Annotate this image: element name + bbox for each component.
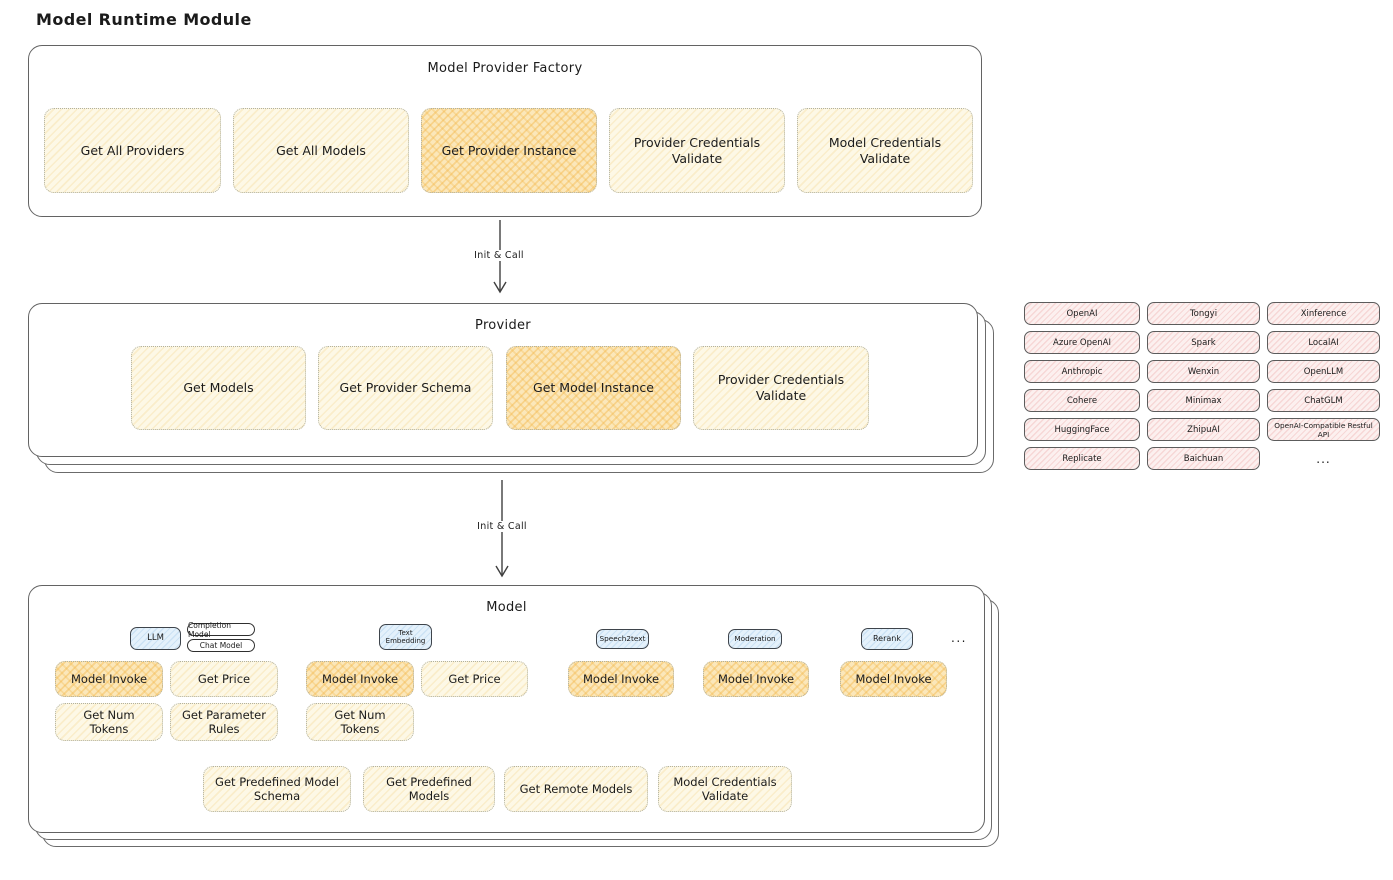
node-model-credentials-validate: Model Credentials Validate	[797, 108, 973, 193]
provider-item: LocalAI	[1267, 331, 1380, 354]
provider-item: Anthropic	[1024, 360, 1140, 383]
node-get-remote-models: Get Remote Models	[504, 766, 648, 812]
provider-item: OpenAI	[1024, 302, 1140, 325]
node-llm-get-num-tokens: Get Num Tokens	[55, 703, 163, 741]
node-embedding-get-price: Get Price	[421, 661, 528, 697]
node-get-all-providers: Get All Providers	[44, 108, 221, 193]
tag-moderation: Moderation	[728, 629, 782, 649]
node-get-predefined-models: Get Predefined Models	[363, 766, 495, 812]
provider-item: OpenLLM	[1267, 360, 1380, 383]
provider-item: Baichuan	[1147, 447, 1260, 470]
provider-item: HuggingFace	[1024, 418, 1140, 441]
tag-llm: LLM	[130, 627, 181, 650]
node-rerank-model-invoke: Model Invoke	[840, 661, 947, 697]
tag-text-embedding: Text Embedding	[379, 624, 432, 650]
node-get-model-instance: Get Model Instance	[506, 346, 681, 430]
providers-more-ellipsis: ...	[1316, 451, 1331, 466]
node-get-provider-instance: Get Provider Instance	[421, 108, 597, 193]
provider-item: Minimax	[1147, 389, 1260, 412]
provider-box: Provider Get Models Get Provider Schema …	[28, 303, 978, 457]
provider-item: Cohere	[1024, 389, 1140, 412]
arrow-label-init-call-2: Init & Call	[452, 521, 552, 532]
model-box: Model LLM Completion Model Chat Model Te…	[28, 585, 985, 833]
node-model-credentials-validate-2: Model Credentials Validate	[658, 766, 792, 812]
node-provider-credentials-validate: Provider Credentials Validate	[609, 108, 785, 193]
tag-chat-model: Chat Model	[187, 639, 255, 652]
factory-title: Model Provider Factory	[427, 61, 583, 76]
arrow-label-init-call-1: Init & Call	[449, 250, 549, 261]
tag-rerank: Rerank	[861, 628, 913, 650]
provider-item: OpenAI-Compatible Restful API	[1267, 418, 1380, 441]
model-title: Model	[486, 600, 527, 615]
provider-item: Azure OpenAI	[1024, 331, 1140, 354]
provider-title: Provider	[475, 318, 531, 333]
node-speech2text-model-invoke: Model Invoke	[568, 661, 674, 697]
tag-speech2text: Speech2text	[596, 629, 649, 649]
provider-item: Spark	[1147, 331, 1260, 354]
node-get-all-models: Get All Models	[233, 108, 409, 193]
model-more-ellipsis: ...	[951, 631, 967, 645]
tag-completion-model: Completion Model	[187, 621, 255, 639]
node-get-models: Get Models	[131, 346, 306, 430]
providers-list: OpenAI Tongyi Xinference Azure OpenAI Sp…	[1024, 302, 1380, 470]
node-llm-get-parameter-rules: Get Parameter Rules	[170, 703, 278, 741]
node-get-provider-schema: Get Provider Schema	[318, 346, 493, 430]
provider-item: Tongyi	[1147, 302, 1260, 325]
node-llm-model-invoke: Model Invoke	[55, 661, 163, 697]
provider-item: ChatGLM	[1267, 389, 1380, 412]
node-llm-get-price: Get Price	[170, 661, 278, 697]
provider-item: Wenxin	[1147, 360, 1260, 383]
factory-box: Model Provider Factory Get All Providers…	[28, 45, 982, 217]
provider-item: Replicate	[1024, 447, 1140, 470]
node-get-predefined-model-schema: Get Predefined Model Schema	[203, 766, 351, 812]
node-embedding-get-num-tokens: Get Num Tokens	[306, 703, 414, 741]
provider-item: ZhipuAI	[1147, 418, 1260, 441]
node-provider-credentials-validate-2: Provider Credentials Validate	[693, 346, 869, 430]
page-title: Model Runtime Module	[36, 10, 252, 29]
provider-item: Xinference	[1267, 302, 1380, 325]
node-embedding-model-invoke: Model Invoke	[306, 661, 414, 697]
node-moderation-model-invoke: Model Invoke	[703, 661, 809, 697]
